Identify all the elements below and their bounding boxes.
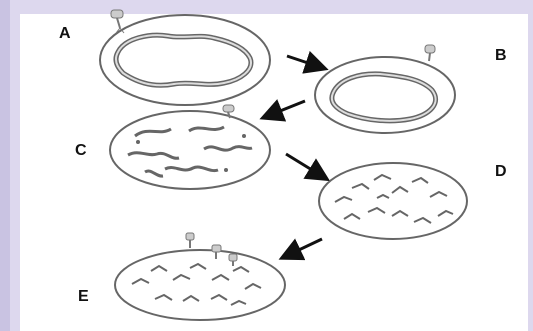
label-c: C [75, 143, 87, 159]
arrow-a-to-b [287, 56, 323, 68]
label-e: E [78, 289, 89, 305]
label-d: D [495, 164, 507, 180]
stage-d-cell [319, 163, 467, 239]
stage-c-cell [110, 105, 270, 189]
label-b: B [495, 48, 507, 64]
stage-b-cell [315, 45, 455, 133]
arrow-b-to-c [265, 101, 305, 117]
arrow-c-to-d [286, 154, 325, 178]
stage-b-phage [425, 45, 435, 61]
label-a: A [59, 26, 71, 42]
stage-a-cell [100, 10, 270, 105]
arrow-d-to-e [284, 239, 322, 257]
stage-e-cell [115, 233, 285, 320]
